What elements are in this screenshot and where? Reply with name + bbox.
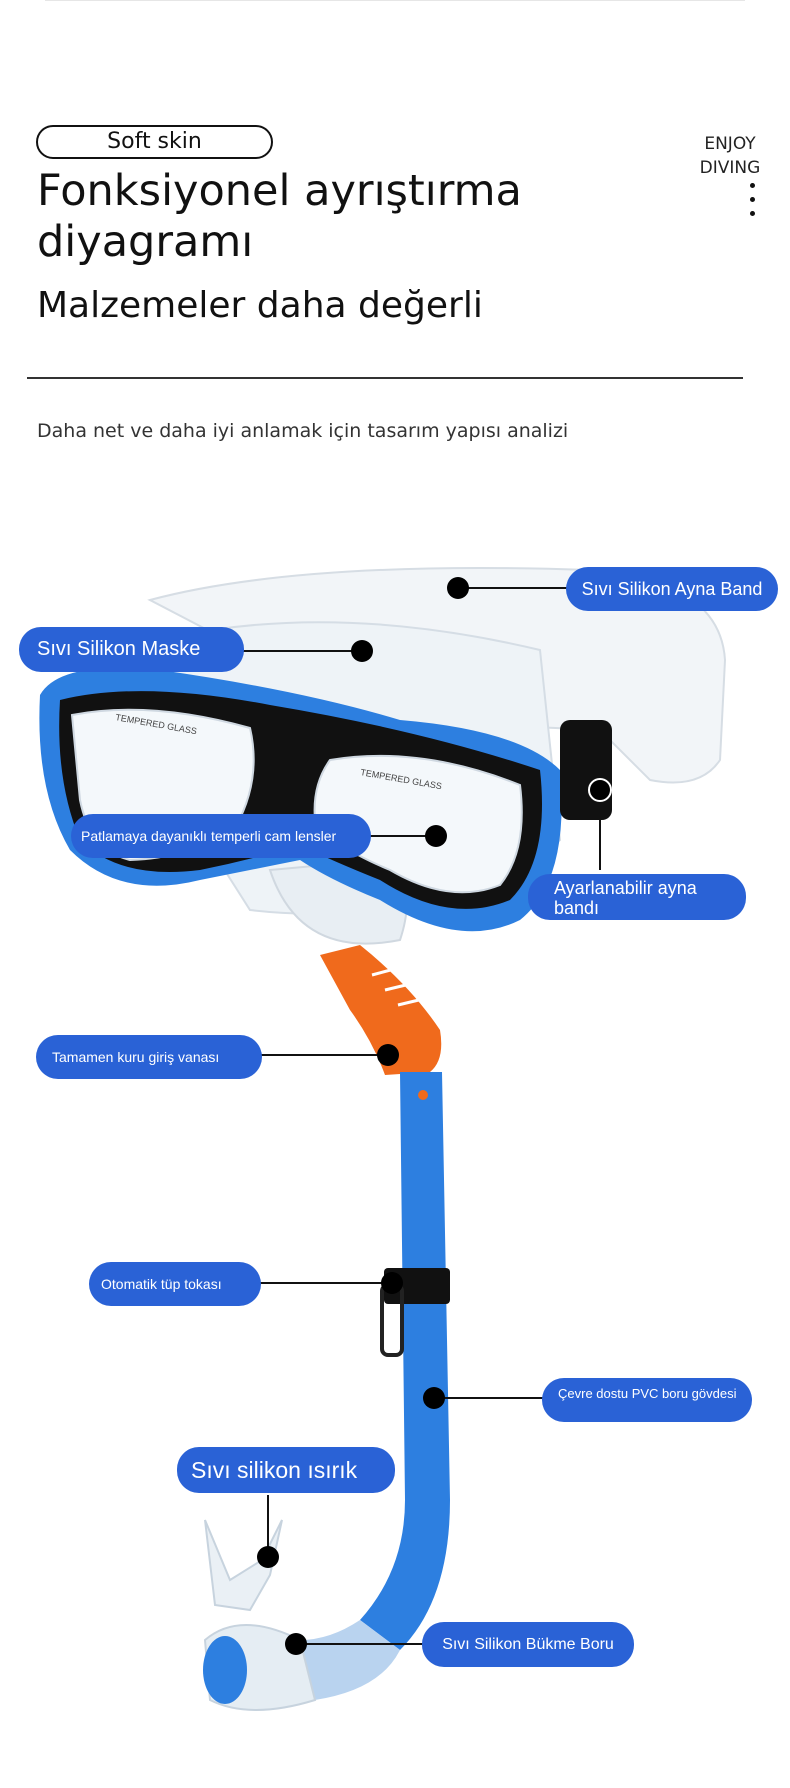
page-subtitle: Malzemeler daha değerli — [37, 285, 483, 326]
dry-valve-top — [320, 945, 442, 1075]
label-mask: Sıvı Silikon Maske — [19, 627, 244, 672]
label-lenses: Patlamaya dayanıklı temperli cam lensler — [71, 814, 371, 858]
label-tube-clip: Otomatik tüp tokası — [89, 1262, 261, 1306]
strap-buckle — [560, 720, 612, 820]
intro-text: Daha net ve daha iyi anlamak için tasarı… — [37, 420, 569, 442]
mouthpiece-bite — [204, 1519, 283, 1612]
callout-dots — [257, 577, 612, 1655]
brand-tagline: ENJOY DIVING — [690, 132, 770, 180]
label-mouthpiece: Sıvı silikon ısırık — [177, 1447, 395, 1493]
label-pvc-body: Çevre dostu PVC boru gövdesi — [542, 1378, 752, 1422]
soft-skin-badge: Soft skin — [36, 125, 273, 159]
tube-end-ring — [203, 1636, 247, 1704]
label-flex-tube: Sıvı Silikon Bükme Boru — [422, 1622, 634, 1667]
label-adjustable-band: Ayarlanabilir ayna bandı — [528, 874, 746, 920]
brand-line-2: DIVING — [699, 158, 761, 178]
label-mirror-band: Sıvı Silikon Ayna Band — [566, 567, 778, 611]
snorkel-set-illustration: TEMPERED GLASS TEMPERED GLASS — [39, 567, 727, 1711]
vertical-dots-icon — [750, 183, 756, 225]
callout-lines — [238, 587, 601, 1645]
label-dry-valve: Tamamen kuru giriş vanası — [36, 1035, 262, 1079]
top-rule — [45, 0, 745, 1]
snorkel-tube — [360, 1072, 450, 1650]
page-title: Fonksiyonel ayrıştırma diyagramı — [37, 166, 522, 267]
section-divider — [27, 377, 743, 379]
brand-line-1: ENJOY — [704, 134, 756, 154]
flex-bend — [300, 1620, 400, 1700]
